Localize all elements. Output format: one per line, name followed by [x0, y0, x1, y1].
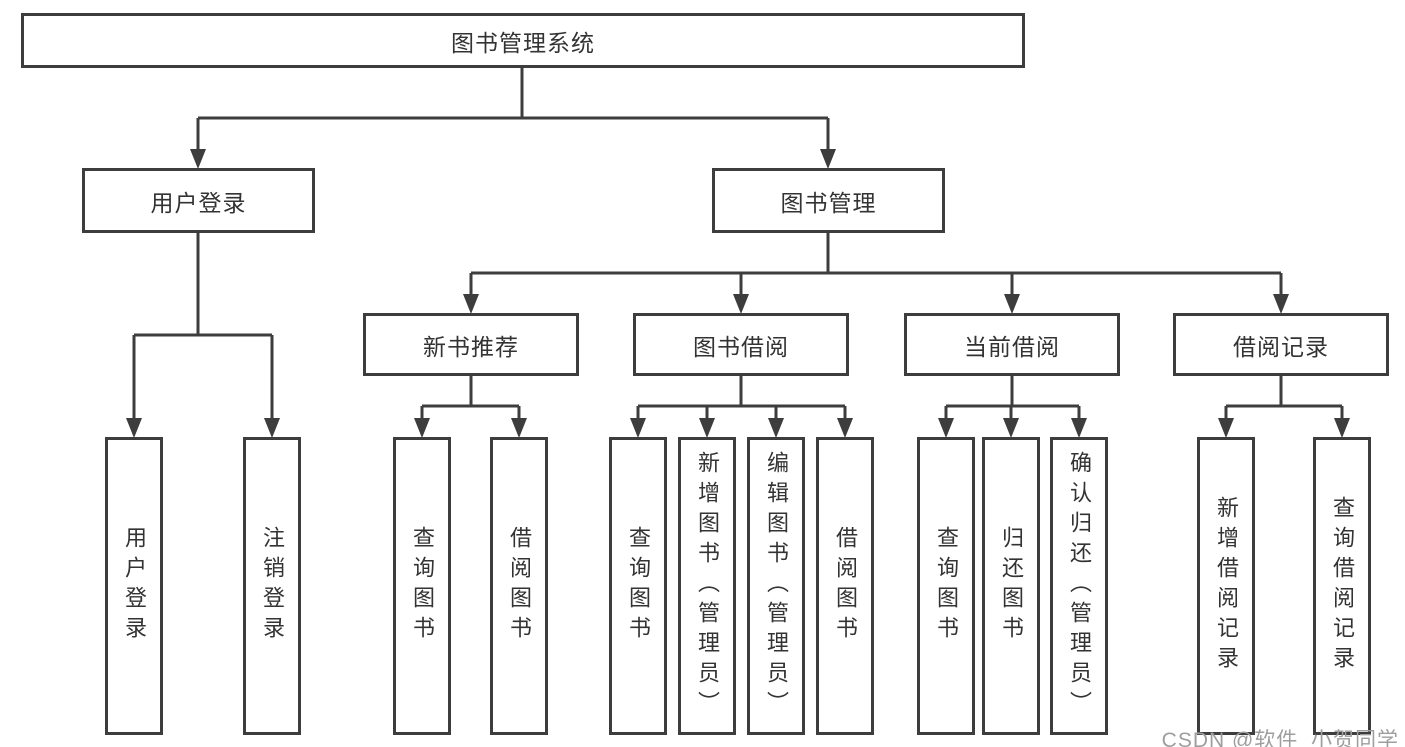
- edges-root: [190, 68, 836, 169]
- node-label: 图书借阅: [693, 333, 789, 360]
- leaf-label: 编辑图书（管理员）: [764, 451, 789, 721]
- leaf-new-borrow-books: 借阅图书: [490, 437, 548, 735]
- leaf-label: 查询借阅记录: [1330, 496, 1355, 676]
- node-current-borrow: 当前借阅: [904, 313, 1120, 376]
- leaf-borrow-add-books-admin: 新增图书（管理员）: [678, 437, 736, 735]
- node-book-borrow: 图书借阅: [633, 313, 849, 376]
- leaf-label: 注销登录: [260, 526, 285, 646]
- leaf-label: 新增图书（管理员）: [695, 451, 720, 721]
- node-book-management: 图书管理: [712, 168, 945, 233]
- edges-current-borrow: [938, 376, 1087, 438]
- leaf-records-add-record: 新增借阅记录: [1197, 437, 1255, 735]
- leaf-current-query-books: 查询图书: [917, 437, 975, 735]
- watermark-text: CSDN @软件_小贺同学: [1161, 729, 1399, 747]
- leaf-label: 借阅图书: [507, 526, 532, 646]
- node-label: 借阅记录: [1233, 333, 1329, 360]
- edges-book-borrow: [630, 376, 853, 438]
- leaf-records-query-record: 查询借阅记录: [1313, 437, 1371, 735]
- leaf-logout: 注销登录: [243, 437, 301, 735]
- leaf-label: 查询图书: [934, 526, 959, 646]
- leaf-current-return-books: 归还图书: [982, 437, 1040, 735]
- edges-user-login: [126, 233, 280, 438]
- node-user-login: 用户登录: [82, 168, 315, 233]
- leaf-label: 查询图书: [626, 526, 651, 646]
- node-new-book-recommend: 新书推荐: [363, 313, 579, 376]
- node-label: 新书推荐: [423, 333, 519, 360]
- leaf-new-query-books: 查询图书: [393, 437, 451, 735]
- leaf-label: 查询图书: [410, 526, 435, 646]
- leaf-user-login: 用户登录: [105, 437, 163, 735]
- node-label: 图书管理: [780, 189, 877, 216]
- leaf-label: 归还图书: [999, 526, 1024, 646]
- node-label: 当前借阅: [964, 333, 1060, 360]
- node-borrow-records: 借阅记录: [1173, 313, 1389, 376]
- leaf-current-confirm-return-admin: 确认归还（管理员）: [1050, 437, 1108, 735]
- leaf-label: 用户登录: [122, 526, 147, 646]
- node-label: 图书管理系统: [451, 29, 595, 56]
- leaf-label: 新增借阅记录: [1214, 496, 1239, 676]
- node-label: 用户登录: [150, 189, 247, 216]
- node-root: 图书管理系统: [21, 13, 1025, 68]
- leaf-borrow-edit-books-admin: 编辑图书（管理员）: [747, 437, 805, 735]
- leaf-borrow-query-books: 查询图书: [609, 437, 667, 735]
- edges-book-management: [463, 233, 1289, 314]
- leaf-borrow-borrow-books: 借阅图书: [816, 437, 874, 735]
- edges-new-book-recommend: [414, 376, 527, 438]
- leaf-label: 借阅图书: [833, 526, 858, 646]
- leaf-label: 确认归还（管理员）: [1067, 451, 1092, 721]
- edges-borrow-records: [1218, 376, 1350, 438]
